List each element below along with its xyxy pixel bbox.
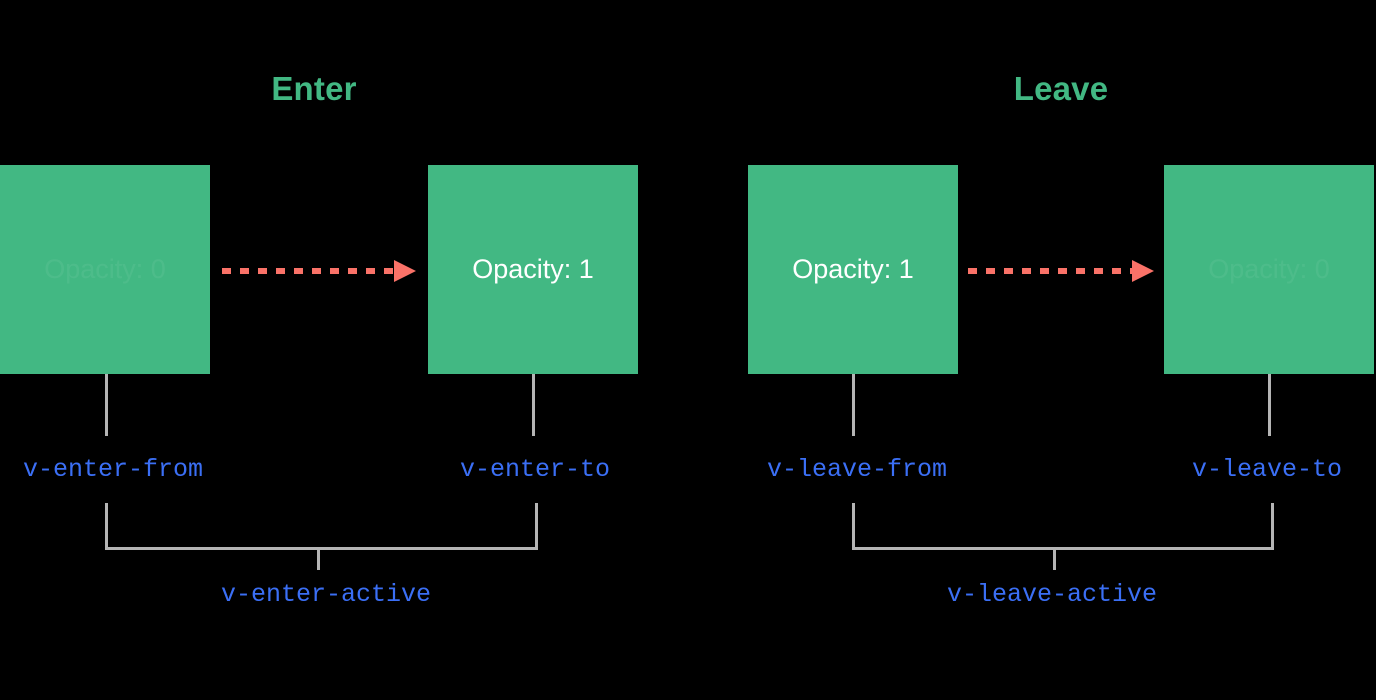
label-v-enter-to: v-enter-to <box>459 455 611 484</box>
label-v-leave-active: v-leave-active <box>946 580 1158 609</box>
leave-from-opacity-text: Opacity: 1 <box>792 254 914 284</box>
arrow-dashed-line <box>222 268 396 274</box>
leave-to-box: Opacity: 0 <box>1164 165 1374 374</box>
connector-leave-from <box>852 374 855 436</box>
leave-from-box: Opacity: 1 <box>748 165 958 374</box>
leave-transition-arrow-icon <box>968 260 1154 282</box>
arrow-head-icon <box>394 260 416 282</box>
enter-to-box: Opacity: 1 <box>428 165 638 374</box>
label-v-enter-active: v-enter-active <box>220 580 432 609</box>
enter-active-bracket-stem <box>317 547 320 570</box>
enter-from-box: Opacity: 0 <box>0 165 210 374</box>
leave-section-title: Leave <box>1013 70 1109 107</box>
connector-leave-to <box>1268 374 1271 436</box>
label-v-enter-from: v-enter-from <box>22 455 204 484</box>
connector-enter-to <box>532 374 535 436</box>
leave-active-bracket <box>852 503 1274 550</box>
enter-to-opacity-text: Opacity: 1 <box>472 254 594 284</box>
leave-to-opacity-text: Opacity: 0 <box>1208 254 1330 284</box>
enter-section-title: Enter <box>271 70 357 107</box>
label-v-leave-from: v-leave-from <box>766 455 948 484</box>
enter-transition-arrow-icon <box>222 260 416 282</box>
connector-enter-from <box>105 374 108 436</box>
label-v-leave-to: v-leave-to <box>1191 455 1343 484</box>
arrow-dashed-line <box>968 268 1134 274</box>
arrow-head-icon <box>1132 260 1154 282</box>
leave-active-bracket-stem <box>1053 547 1056 570</box>
enter-active-bracket <box>105 503 538 550</box>
enter-from-opacity-text: Opacity: 0 <box>44 254 166 284</box>
